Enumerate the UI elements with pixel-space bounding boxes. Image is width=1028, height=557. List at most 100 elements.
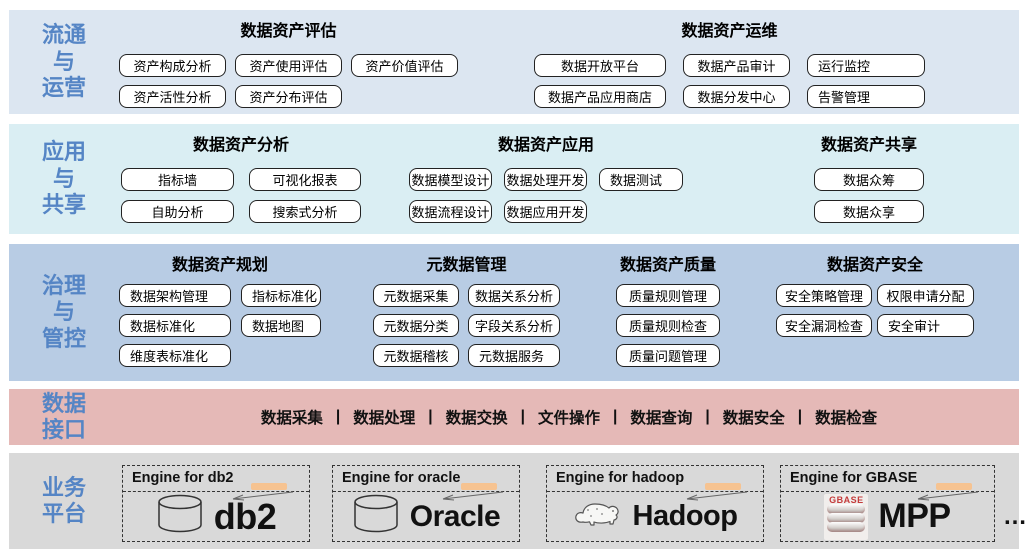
- database-cylinder-icon: [156, 494, 204, 539]
- engine-name: Hadoop: [632, 500, 738, 532]
- module-chip: 数据分发中心: [683, 85, 790, 108]
- layer-label-line: 应用: [41, 139, 86, 165]
- group-title: 数据资产共享: [820, 137, 917, 154]
- module-chip: 质量规则管理: [616, 284, 720, 307]
- interface-item: 数据采集: [260, 410, 323, 427]
- module-chip: 资产使用评估: [235, 54, 342, 77]
- layer-business-platform: 业务 平台 Engine for db2: [9, 453, 1027, 549]
- module-chip: 数据处理开发: [504, 168, 587, 191]
- group-data-asset-application: 数据资产应用 数据模型设计 数据处理开发 数据测试 数据流程设计 数据应用开发: [409, 124, 683, 223]
- hadoop-elephant-icon: [573, 498, 623, 535]
- group-data-asset-operations: 数据资产运维 数据开放平台 数据产品审计 运行监控 数据产品应用商店 数据分发中…: [534, 10, 925, 108]
- interface-item-list: 数据采集 | 数据处理 | 数据交换 | 文件操作 | 数据查询 | 数据安全 …: [119, 389, 1019, 445]
- module-chip: 元数据服务: [468, 344, 560, 367]
- interface-item: 数据交换: [445, 410, 508, 427]
- engine-box-hadoop: Engine for hadoop: [546, 465, 764, 542]
- module-chip: 数据产品应用商店: [534, 85, 666, 108]
- separator: |: [705, 408, 710, 425]
- module-chip: 安全漏洞检查: [776, 314, 872, 337]
- engine-box-gbase: Engine for GBASE GBASE MPP: [780, 465, 995, 542]
- interface-item: 数据安全: [722, 410, 785, 427]
- module-chip: 数据测试: [599, 168, 683, 191]
- group-data-asset-analysis: 数据资产分析 指标墙 可视化报表 自助分析 搜索式分析: [121, 124, 361, 223]
- engine-box-oracle: Engine for oracle Oracle: [332, 465, 520, 542]
- module-chip: 告警管理: [807, 85, 925, 108]
- module-chip: 质量问题管理: [616, 344, 720, 367]
- highlight-arrow-icon: [219, 483, 297, 512]
- group-title: 数据资产质量: [619, 257, 716, 274]
- interface-item: 数据检查: [815, 410, 878, 427]
- layer-label-line: 运营: [41, 75, 86, 101]
- layer-label-circulation: 流通 与 运营: [9, 10, 119, 114]
- layer-data-interface: 数据 接口 数据采集 | 数据处理 | 数据交换 | 文件操作 | 数据查询 |…: [9, 389, 1019, 445]
- module-chip: 质量规则检查: [616, 314, 720, 337]
- layer-label-line: 共享: [41, 192, 86, 218]
- group-data-asset-evaluation: 数据资产评估 资产构成分析 资产使用评估 资产价值评估 资产活性分析 资产分布评…: [119, 10, 458, 108]
- engine-header-text: Engine for db2: [132, 470, 234, 486]
- layer-label-line: 与: [52, 165, 75, 191]
- group-title: 数据资产分析: [192, 137, 289, 154]
- group-title: 数据资产规划: [171, 257, 268, 274]
- engine-header-text: Engine for oracle: [342, 470, 461, 486]
- layer-label-line: 与: [52, 48, 75, 74]
- module-chip: 数据关系分析: [468, 284, 560, 307]
- module-chip: 数据地图: [241, 314, 321, 337]
- module-chip: 元数据分类: [373, 314, 459, 337]
- interface-item: 数据处理: [353, 410, 416, 427]
- module-chip: 指标墙: [121, 168, 234, 191]
- module-chip: 安全审计: [877, 314, 974, 337]
- separator: |: [797, 408, 803, 425]
- highlight-arrow-icon: [904, 483, 982, 512]
- engine-header: Engine for oracle: [333, 466, 519, 501]
- module-chip: 数据开放平台: [534, 54, 666, 77]
- module-chip: 搜索式分析: [249, 200, 361, 223]
- separator: |: [613, 408, 618, 425]
- module-chip: 数据产品审计: [683, 54, 790, 77]
- module-chip: 自助分析: [121, 200, 234, 223]
- separator: |: [520, 408, 525, 425]
- layer-label-application: 应用 与 共享: [9, 124, 119, 234]
- layer-governance-control: 治理 与 管控 数据资产规划 数据架构管理 指标标准化 数据标准化 数据地图 维…: [9, 244, 1019, 381]
- module-chip: 数据模型设计: [409, 168, 492, 191]
- layer-label-line: 数据: [41, 390, 86, 416]
- layer-label-line: 接口: [41, 417, 86, 442]
- layer-label-line: 平台: [41, 501, 86, 526]
- gbase-logo-icon: GBASE: [824, 493, 869, 540]
- group-title: 数据资产运维: [681, 23, 778, 40]
- module-chip: 数据流程设计: [409, 200, 492, 223]
- module-chip: 数据应用开发: [504, 200, 587, 223]
- layer-label-governance: 治理 与 管控: [9, 244, 119, 381]
- engine-header: Engine for GBASE: [781, 466, 994, 501]
- database-cylinder-icon: [352, 494, 400, 539]
- module-chip: 资产分布评估: [235, 85, 342, 108]
- group-title: 元数据管理: [426, 257, 507, 274]
- layer-application-sharing: 应用 与 共享 数据资产分析 指标墙 可视化报表 自助分析 搜索式分析 数据资产…: [9, 124, 1019, 234]
- engine-header-text: Engine for GBASE: [790, 470, 918, 486]
- group-data-asset-security: 数据资产安全 安全策略管理 权限申请分配 安全漏洞检查 安全审计: [776, 244, 974, 337]
- group-title: 数据资产评估: [240, 23, 337, 40]
- separator: |: [335, 408, 341, 425]
- layer-label-line: 业务: [41, 474, 86, 500]
- module-chip: 可视化报表: [249, 168, 361, 191]
- engine-box-db2: Engine for db2 db2: [122, 465, 310, 542]
- highlight-arrow-icon: [429, 483, 507, 512]
- disk-shape: [827, 521, 866, 532]
- layer-label-line: 流通: [41, 22, 86, 48]
- module-chip: 维度表标准化: [119, 344, 231, 367]
- more-engines-ellipsis: …: [1003, 503, 1028, 530]
- interface-item: 文件操作: [537, 410, 600, 427]
- group-title: 数据资产应用: [497, 137, 594, 154]
- module-chip: 数据众享: [814, 200, 924, 223]
- engine-header-text: Engine for hadoop: [556, 470, 685, 486]
- module-chip: 资产活性分析: [119, 85, 226, 108]
- module-chip: 元数据稽核: [373, 344, 459, 367]
- interface-item: 数据查询: [630, 410, 693, 427]
- layer-label-platform: 业务 平台: [9, 453, 119, 549]
- module-chip: 指标标准化: [241, 284, 321, 307]
- layer-circulation-operations: 流通 与 运营 数据资产评估 资产构成分析 资产使用评估 资产价值评估 资产活性…: [9, 10, 1019, 114]
- module-chip: 资产价值评估: [351, 54, 458, 77]
- module-chip: 运行监控: [807, 54, 925, 77]
- layer-label-interface: 数据 接口: [9, 389, 119, 445]
- highlight-arrow-icon: [673, 483, 751, 512]
- engine-name: db2: [213, 495, 277, 537]
